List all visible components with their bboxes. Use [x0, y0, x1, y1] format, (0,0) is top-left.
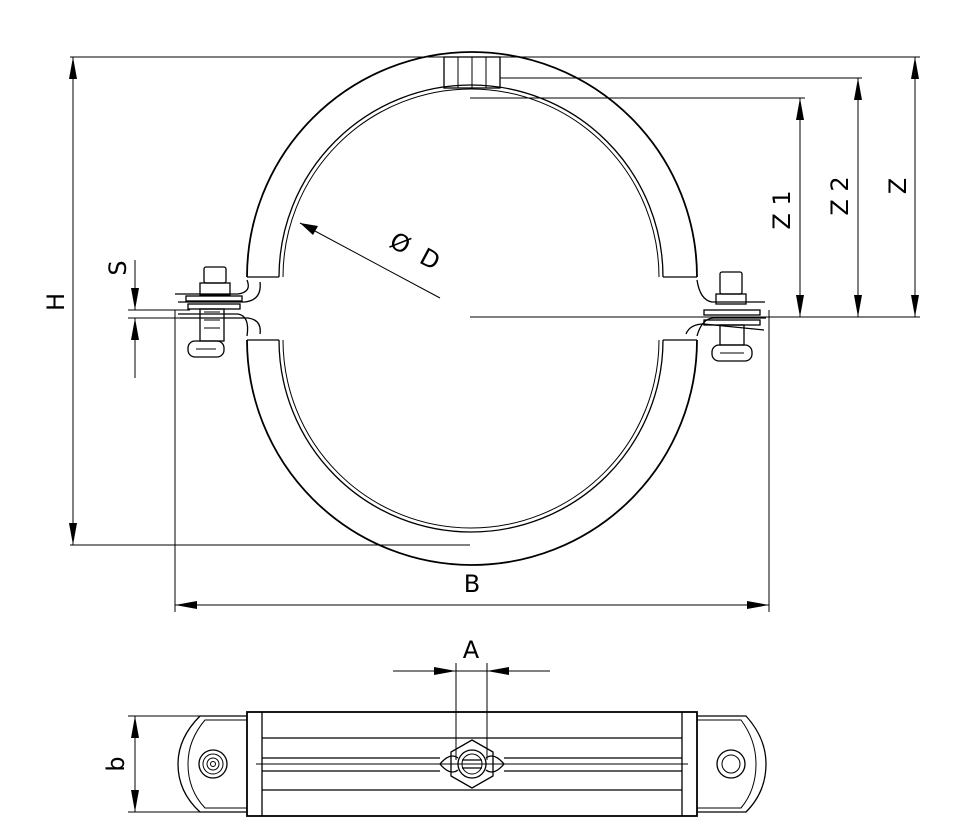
band-width-label: b — [102, 756, 130, 771]
center-nut — [439, 739, 505, 789]
band-width-dimension: b — [102, 715, 210, 813]
band-body — [246, 711, 698, 817]
z1-dimension: Z 1 — [768, 98, 804, 317]
z-dimension: Z — [884, 57, 919, 317]
right-lug — [697, 715, 767, 813]
left-screw — [185, 266, 243, 358]
width-dimension: B — [175, 570, 769, 609]
z-label: Z — [884, 178, 912, 194]
gap-label: S — [104, 260, 132, 275]
top-view: A — [102, 636, 767, 817]
width-label: B — [464, 570, 480, 598]
diameter-label: D — [415, 243, 444, 276]
top-nut — [443, 56, 501, 89]
z2-label: Z 2 — [826, 176, 854, 215]
gap-dimension: S — [104, 260, 190, 378]
right-screw — [703, 271, 761, 362]
front-view: Ø D H B Z 1 — [42, 51, 920, 612]
z2-dimension: Z 2 — [826, 78, 862, 317]
height-label: H — [42, 293, 70, 311]
z1-label: Z 1 — [768, 190, 796, 229]
clamp-lower-half — [178, 313, 766, 566]
clamp-upper-half — [175, 51, 765, 303]
nut-width-dimension: A — [393, 636, 550, 760]
nut-width-label: A — [463, 636, 480, 664]
left-lug — [177, 715, 247, 813]
diameter-symbol-label: Ø — [385, 227, 415, 261]
diameter-leader — [299, 222, 441, 299]
height-dimension: H — [42, 57, 77, 545]
diameter-arrowhead — [300, 223, 318, 235]
